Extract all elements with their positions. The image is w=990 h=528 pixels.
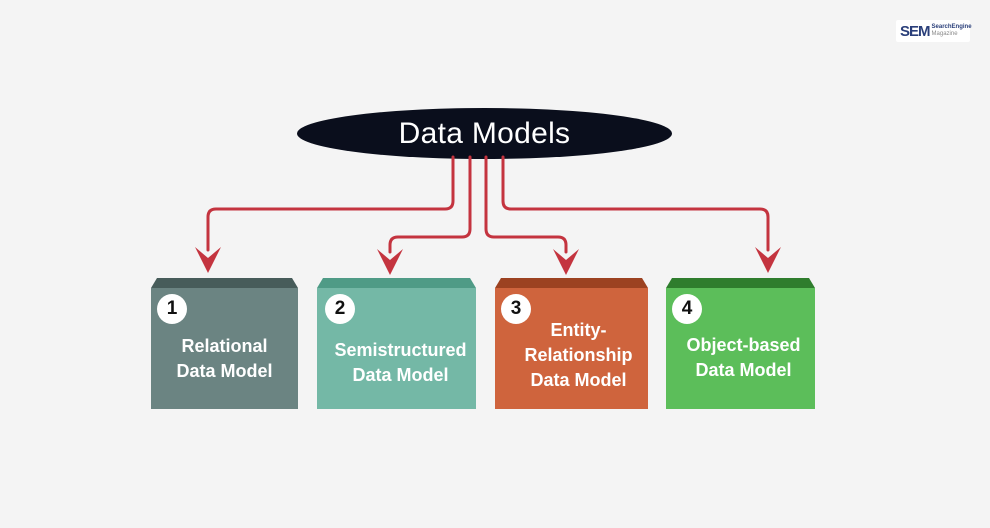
model-number: 4 — [672, 294, 702, 324]
model-label-line: Data Model — [352, 365, 449, 385]
logo-text: SearchEngine Magazine — [932, 24, 972, 38]
model-box-object-based: 4 Object-based Data Model — [666, 278, 815, 409]
arrowhead-2 — [377, 249, 403, 275]
model-label-line: Entity- — [550, 320, 607, 340]
model-label: Entity- Relationship Data Model — [509, 318, 648, 393]
model-number: 2 — [325, 294, 355, 324]
model-box-relational: 1 Relational Data Model — [151, 278, 298, 409]
model-number: 3 — [501, 294, 531, 324]
box-cap — [666, 278, 815, 288]
connector-3 — [484, 155, 568, 254]
model-label-line: Object-based — [686, 335, 801, 355]
root-node: Data Models — [297, 108, 672, 159]
box-cap — [151, 278, 298, 288]
model-label: Object-based Data Model — [672, 333, 815, 383]
model-label-line: Relational — [181, 336, 268, 356]
model-label-line: Relationship — [524, 345, 633, 365]
model-label-line: Data Model — [530, 370, 627, 390]
model-label-line: Data Model — [176, 361, 273, 381]
logo-mark: SEM — [900, 22, 930, 40]
diagram-title: Data Models — [398, 116, 571, 150]
model-box-semistructured: 2 Semistructured Data Model — [317, 278, 476, 409]
arrowhead-3 — [553, 249, 579, 275]
connector-2 — [388, 155, 472, 254]
arrowhead-1 — [195, 247, 221, 273]
sem-logo: SEM SearchEngine Magazine — [896, 20, 972, 42]
model-label-line: Semistructured — [334, 340, 467, 360]
connector-4 — [501, 155, 770, 252]
connector-1 — [206, 155, 455, 252]
model-label: Semistructured Data Model — [325, 338, 476, 388]
logo-line-2: Magazine — [931, 31, 958, 37]
box-cap — [495, 278, 648, 288]
model-box-entity-relationship: 3 Entity- Relationship Data Model — [495, 278, 648, 409]
model-label: Relational Data Model — [151, 334, 298, 384]
logo-line-1: SearchEngine — [931, 24, 972, 30]
box-cap — [317, 278, 476, 288]
model-number: 1 — [157, 294, 187, 324]
arrowhead-4 — [755, 247, 781, 273]
model-label-line: Data Model — [695, 360, 792, 380]
